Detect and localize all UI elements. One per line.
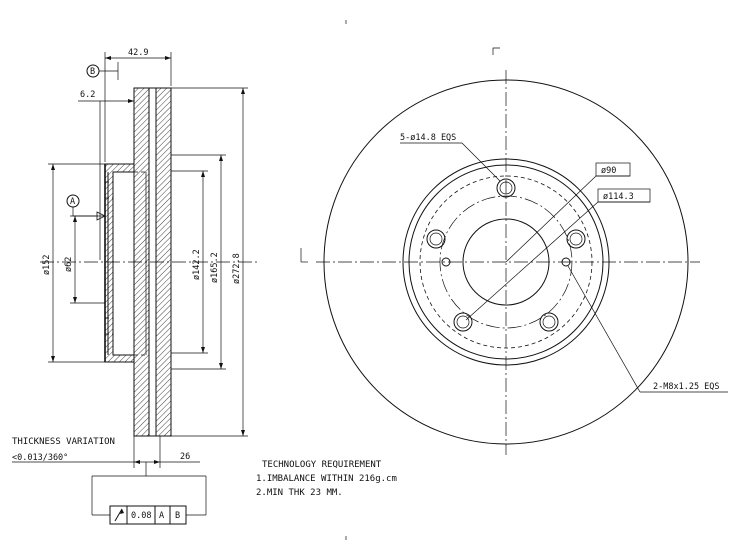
callout-bore: ø90 <box>601 166 616 176</box>
dim-165-label: ø165.2 <box>210 252 220 283</box>
bolt-hole <box>496 178 516 198</box>
front-view: 5-ø14.8 EQS ø90 ø114.3 2-M8x1.25 EQS <box>300 20 728 540</box>
callout-holes: 5-ø14.8 EQS <box>400 133 456 143</box>
technology-requirement-notes: TECHNOLOGY REQUIREMENT 1.IMBALANCE WITHI… <box>256 460 397 498</box>
thickness-value: <0.013/360° <box>12 453 68 463</box>
dim-width-label: 42.9 <box>128 48 148 58</box>
tol-ref-b: B <box>175 511 180 521</box>
bolt-hole <box>453 312 473 332</box>
runout-icon <box>114 508 123 522</box>
datum-b-label: B <box>90 67 95 77</box>
tolerance-frame: 0.08 A B <box>91 462 207 525</box>
dim-outer-label: ø272.8 <box>232 253 242 284</box>
bolt-holes <box>426 178 586 332</box>
bolt-hole <box>426 229 446 249</box>
tol-value: 0.08 <box>131 511 151 521</box>
bolt-hole <box>566 229 586 249</box>
datum-a-label: A <box>70 197 75 207</box>
thickness-variation-note: THICKNESS VARIATION <0.013/360° <box>12 437 134 463</box>
thread-hole <box>561 257 571 267</box>
tech-line-1: 1.IMBALANCE WITHIN 216g.cm <box>256 474 397 484</box>
dim-26-label: 26 <box>180 452 190 462</box>
dim-142-label: ø142.2 <box>192 249 202 280</box>
tech-title: TECHNOLOGY REQUIREMENT <box>262 460 382 470</box>
callout-threads: 2-M8x1.25 EQS <box>653 382 720 392</box>
thickness-title: THICKNESS VARIATION <box>12 437 115 447</box>
dim-bore-label: ø62 <box>64 257 74 272</box>
dim-pilot-label: ø152 <box>42 255 52 275</box>
dim-hat-label: 6.2 <box>80 90 95 100</box>
bolt-hole <box>539 312 559 332</box>
tol-ref-a: A <box>159 511 164 521</box>
callout-pcd: ø114.3 <box>603 192 634 202</box>
hat-section <box>104 163 135 363</box>
side-section-view: 42.9 B 6.2 A ø152 ø62 <box>40 48 260 468</box>
tech-line-2: 2.MIN THK 23 MM. <box>256 488 343 498</box>
thread-hole <box>441 257 451 267</box>
